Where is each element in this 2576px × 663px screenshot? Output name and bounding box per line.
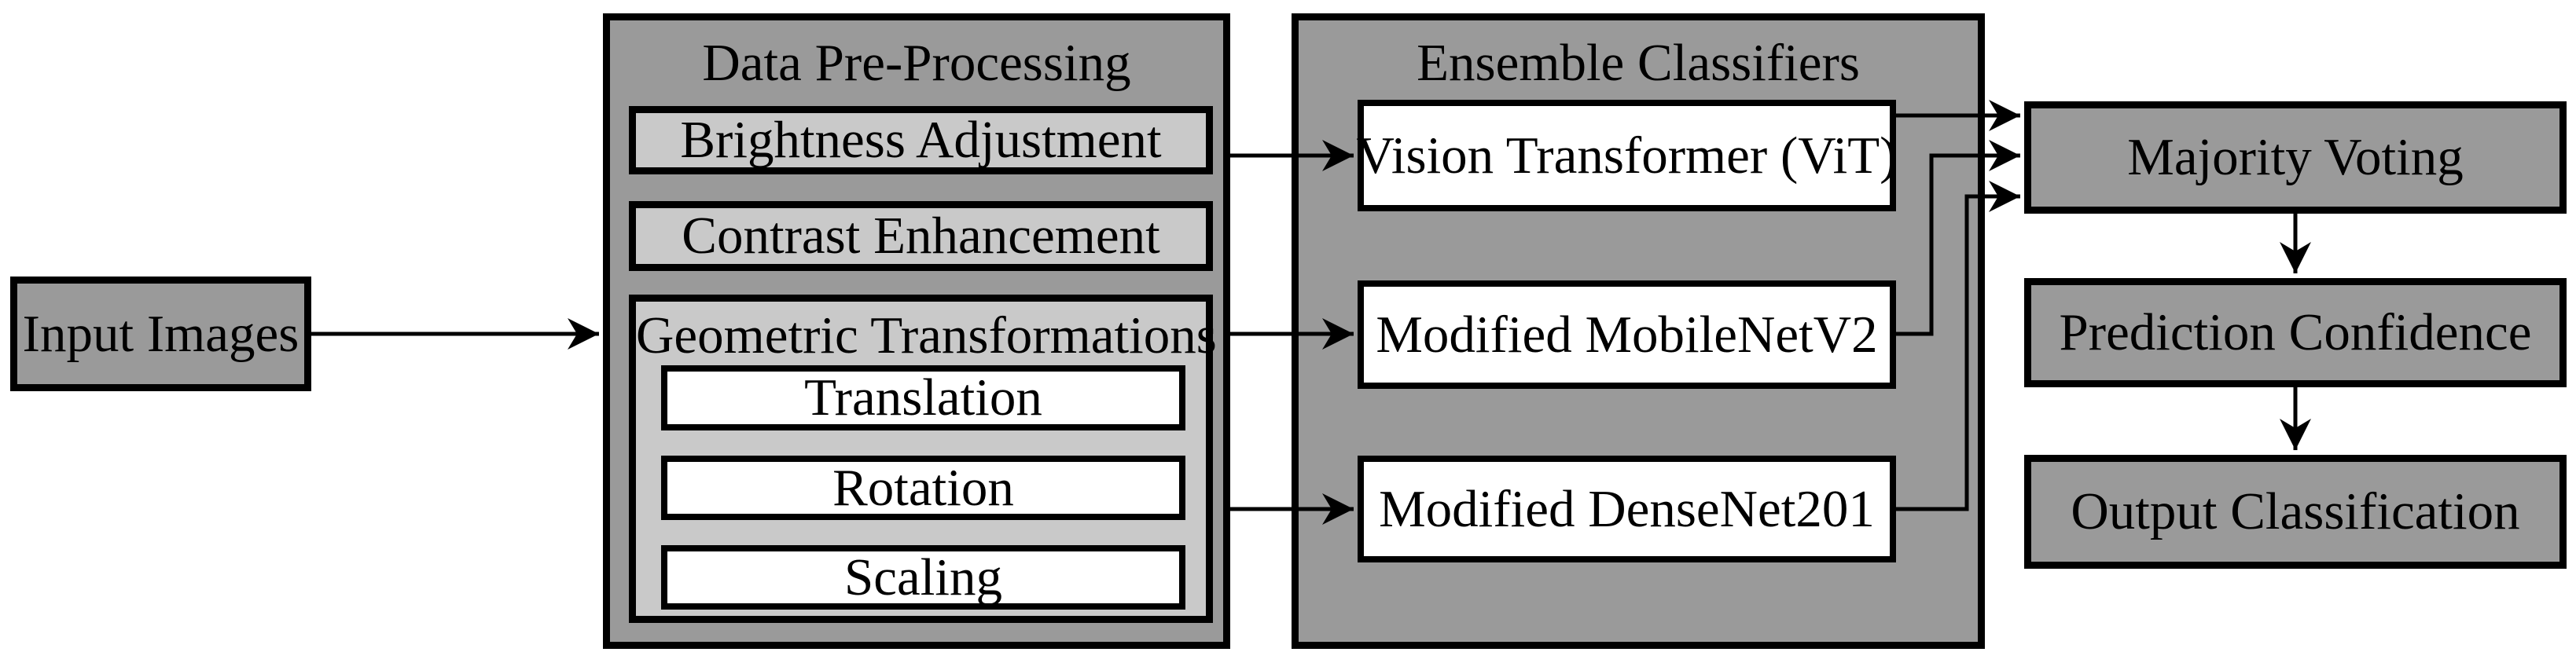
- node-vision-transformer-vit-label: Vision Transformer (ViT): [1356, 126, 1898, 185]
- node-rotation-label: Rotation: [832, 458, 1014, 517]
- node-rotation: Rotation: [661, 456, 1185, 520]
- node-modified-densenet201-label: Modified DenseNet201: [1379, 479, 1875, 538]
- node-vision-transformer-vit: Vision Transformer (ViT): [1356, 100, 1898, 211]
- node-contrast-enhancement: Contrast Enhancement: [629, 201, 1213, 271]
- node-majority-voting: Majority Voting: [2024, 101, 2567, 214]
- node-prediction-confidence: Prediction Confidence: [2024, 278, 2567, 387]
- node-translation: Translation: [661, 365, 1185, 430]
- node-contrast-enhancement-label: Contrast Enhancement: [682, 207, 1160, 265]
- node-prediction-confidence-label: Prediction Confidence: [2059, 303, 2532, 361]
- container-data-pre-processing-title: Data Pre-Processing: [702, 34, 1131, 92]
- node-input-images-label: Input Images: [22, 304, 299, 363]
- node-brightness-adjustment-label: Brightness Adjustment: [680, 111, 1162, 169]
- node-output-classification-label: Output Classification: [2071, 482, 2520, 540]
- container-ensemble-classifiers-title: Ensemble Classifiers: [1417, 34, 1860, 92]
- node-scaling-label: Scaling: [844, 548, 1002, 606]
- node-brightness-adjustment: Brightness Adjustment: [629, 106, 1213, 174]
- container-geometric-transformations: Geometric Transformations Translation Ro…: [629, 295, 1217, 623]
- node-scaling: Scaling: [661, 545, 1185, 610]
- node-input-images: Input Images: [10, 277, 311, 391]
- container-geometric-transformations-title: Geometric Transformations: [636, 306, 1217, 364]
- node-output-classification: Output Classification: [2024, 455, 2567, 569]
- container-ensemble-classifiers: Ensemble Classifiers Vision Transformer …: [1292, 13, 1985, 649]
- node-translation-label: Translation: [804, 368, 1042, 427]
- node-modified-mobilenetv2: Modified MobileNetV2: [1358, 280, 1896, 389]
- container-data-pre-processing: Data Pre-Processing Brightness Adjustmen…: [603, 13, 1230, 649]
- node-modified-densenet201: Modified DenseNet201: [1358, 456, 1896, 562]
- node-modified-mobilenetv2-label: Modified MobileNetV2: [1376, 305, 1878, 364]
- node-majority-voting-label: Majority Voting: [2127, 128, 2464, 186]
